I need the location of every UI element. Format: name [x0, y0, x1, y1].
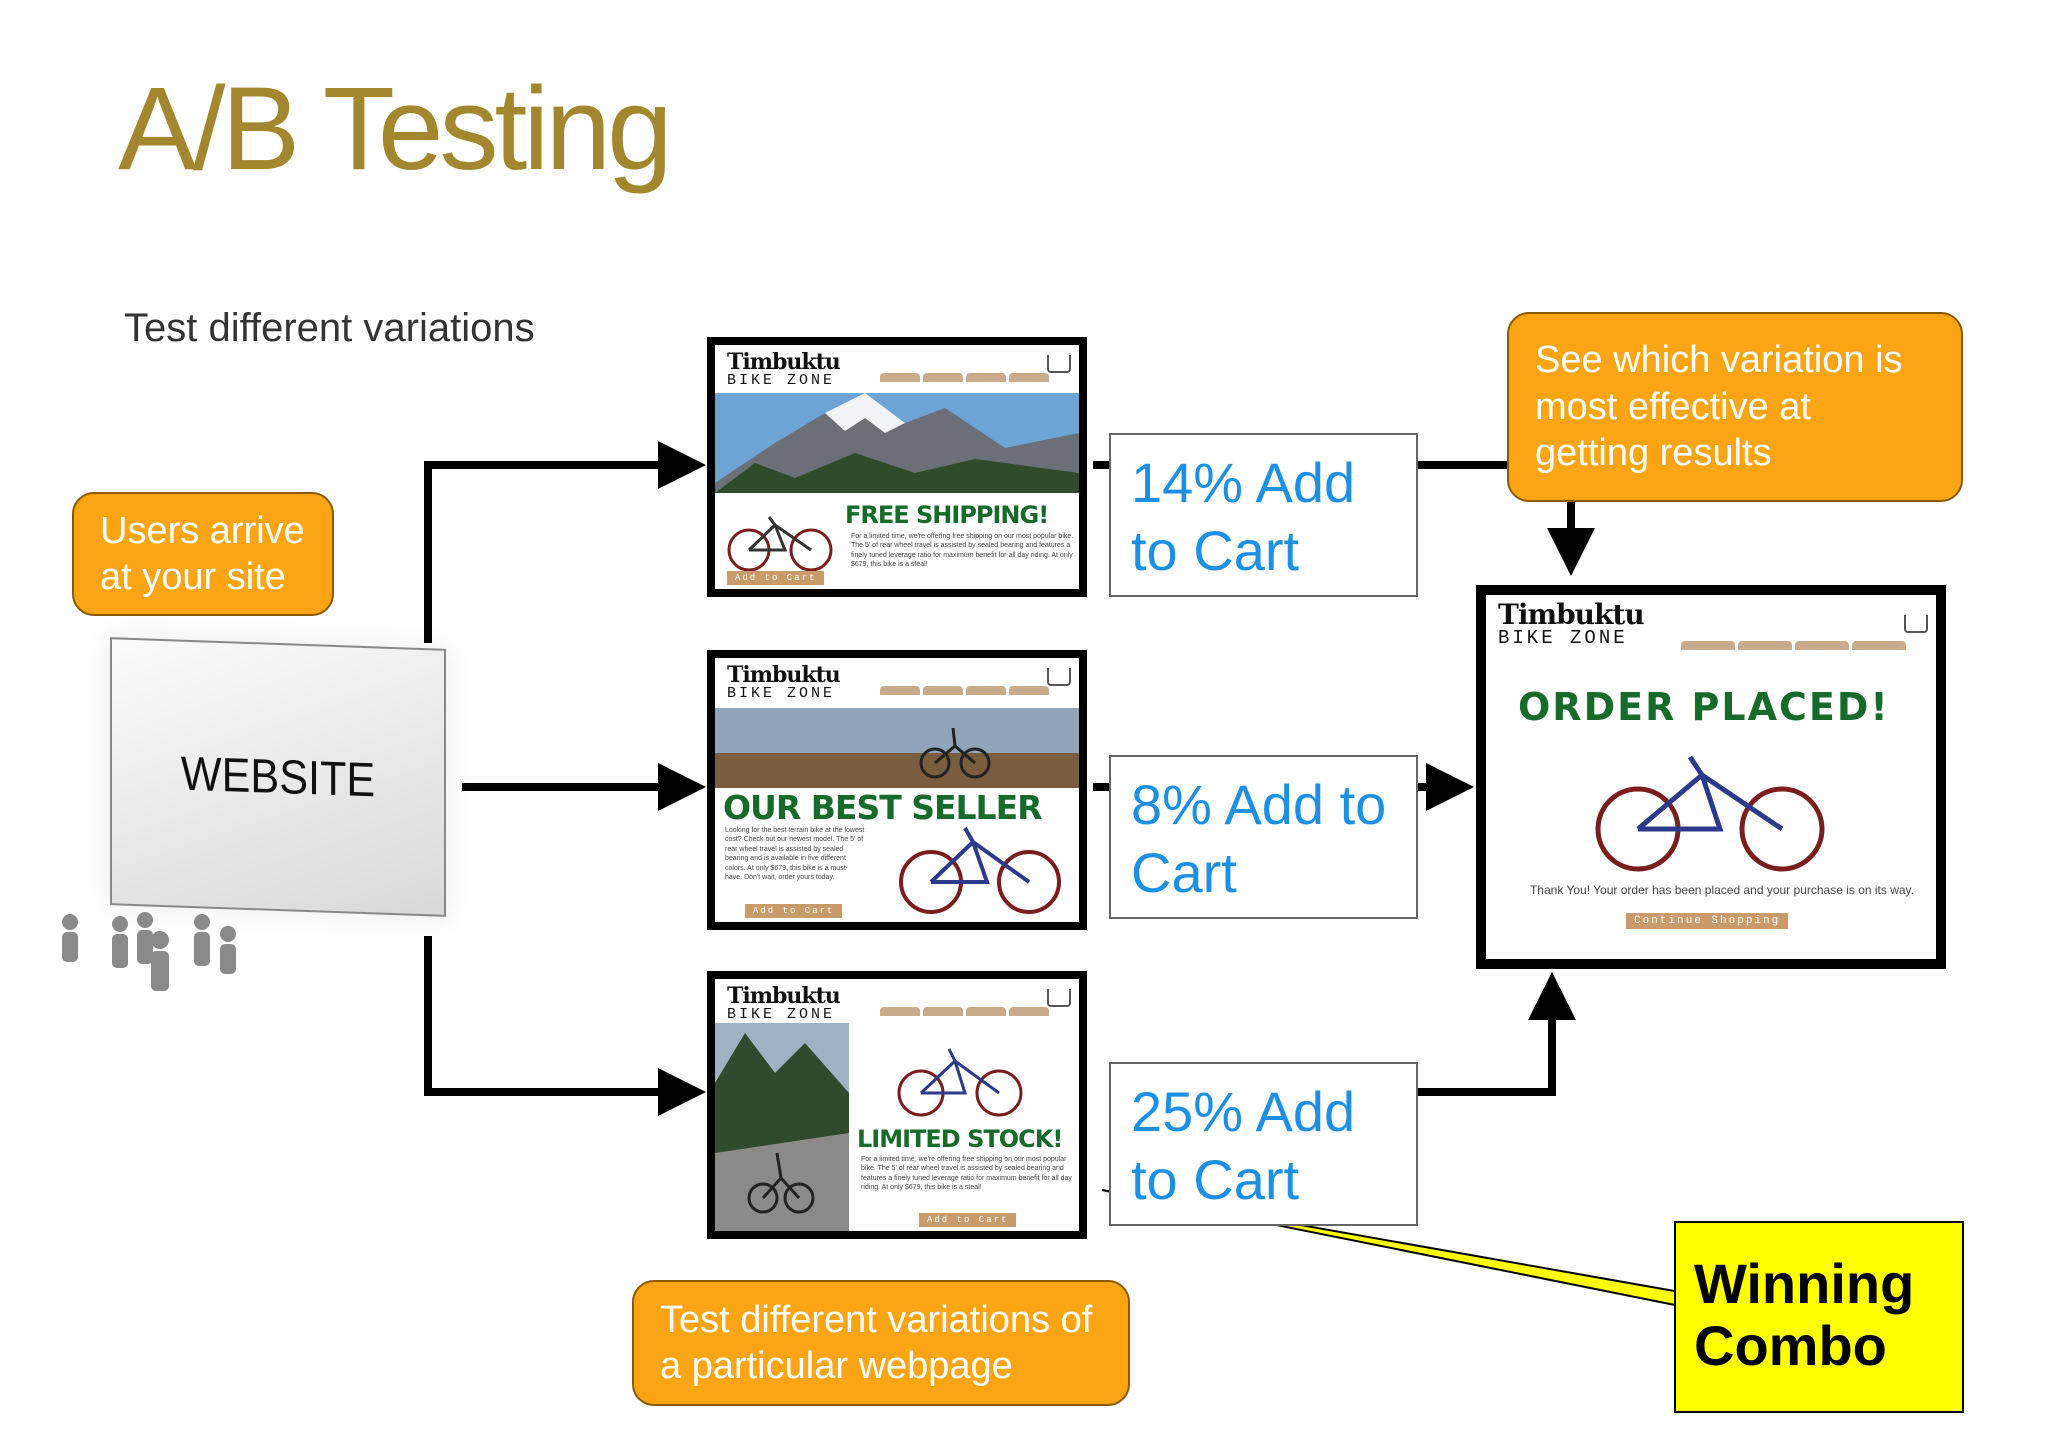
- logo-subtext: BIKE ZONE: [727, 1006, 836, 1023]
- callout-test-text: Test different variations of a particula…: [660, 1298, 1093, 1387]
- add-to-cart-button: Add to Cart: [745, 904, 843, 918]
- logo-text: Timbuktu: [727, 983, 841, 1009]
- variant-b-headline: OUR BEST SELLER: [723, 788, 1043, 827]
- callout-users-arrive: Users arrive at your site: [72, 492, 334, 616]
- logo-text: Timbuktu: [727, 662, 841, 688]
- logo-subtext: BIKE ZONE: [727, 685, 836, 702]
- cart-icon: [1904, 615, 1928, 633]
- continue-shopping-button: Continue Shopping: [1626, 913, 1789, 929]
- bike-image: [897, 1048, 1023, 1117]
- site-nav: [880, 686, 1049, 695]
- mountain-image: [715, 393, 1079, 493]
- variant-b-copy: Looking for the best terrain bike at the…: [725, 827, 865, 882]
- order-copy: Thank You! Your order has been placed an…: [1529, 883, 1915, 897]
- add-to-cart-button: Add to Cart: [919, 1213, 1017, 1227]
- winning-combo-label: Winning Combo: [1674, 1221, 1964, 1413]
- logo-subtext: BIKE ZONE: [1498, 627, 1628, 649]
- add-to-cart-button: Add to Cart: [727, 571, 825, 585]
- cart-icon: [1047, 989, 1071, 1007]
- site-nav: [880, 373, 1049, 382]
- logo-text: Timbuktu: [727, 349, 841, 375]
- callout-see-text: See which variation is most effective at…: [1535, 339, 1903, 475]
- callout-see-variation: See which variation is most effective at…: [1507, 312, 1963, 502]
- site-nav: [880, 1007, 1049, 1016]
- trail-rider-image: [715, 1023, 849, 1231]
- users-crowd-icon: [62, 912, 236, 991]
- logo-text: Timbuktu: [1498, 598, 1645, 631]
- website-label: WEBSITE: [180, 747, 376, 807]
- order-headline: ORDER PLACED!: [1518, 685, 1890, 729]
- bike-image: [1595, 755, 1825, 872]
- variant-c-copy: For a limited time, we're offering free …: [861, 1156, 1072, 1192]
- slide-subtitle: Test different variations: [124, 306, 535, 350]
- variant-c-headline: LIMITED STOCK!: [857, 1125, 1063, 1153]
- callout-test-variations: Test different variations of a particula…: [632, 1280, 1130, 1406]
- rider-image: [715, 708, 1079, 788]
- stat-variant-a: 14% Add to Cart: [1109, 433, 1418, 597]
- callout-users-text: Users arrive at your site: [100, 509, 305, 598]
- cart-icon: [1047, 668, 1071, 686]
- variant-a-headline: FREE SHIPPING!: [845, 501, 1049, 529]
- variant-a-copy: For a limited time, we're offering free …: [851, 533, 1074, 569]
- bike-image: [727, 516, 833, 572]
- arrow-to-variant-a: [424, 441, 706, 643]
- arrow-c-to-order: [1418, 972, 1576, 1096]
- website-panel: WEBSITE: [110, 637, 446, 917]
- logo-subtext: BIKE ZONE: [727, 372, 836, 389]
- arrow-to-variant-c: [424, 936, 706, 1116]
- bike-image: [899, 827, 1061, 914]
- stat-variant-b: 8% Add to Cart: [1109, 755, 1418, 919]
- cart-icon: [1047, 355, 1071, 373]
- site-nav: [1681, 641, 1906, 650]
- stat-variant-c: 25% Add to Cart: [1109, 1062, 1418, 1226]
- slide-title: A/B Testing: [118, 63, 673, 195]
